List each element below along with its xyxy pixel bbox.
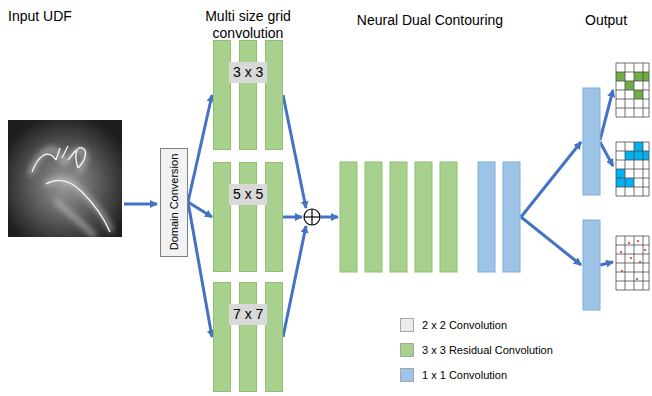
conversion-box: Domain Conversion	[160, 148, 188, 257]
udf-image	[8, 120, 122, 237]
sum-symbol	[304, 209, 320, 225]
kernel-size: 3 x 3	[229, 62, 267, 83]
flow-arrow	[188, 202, 212, 337]
conv-branch: 5 x 5	[213, 162, 283, 272]
conv-layers	[213, 282, 283, 392]
grid-lines	[616, 63, 649, 290]
legend-text: 3 x 3 Residual Convolution	[422, 344, 553, 357]
flow-arrow	[188, 95, 212, 202]
section-label: Output	[585, 12, 645, 29]
conv-branch: 7 x 7	[213, 282, 283, 392]
legend-swatch	[400, 368, 414, 382]
ndc-layers	[340, 162, 520, 272]
section-label: Neural Dual Contouring	[345, 12, 515, 29]
output-heads	[583, 88, 600, 310]
merge-arrows	[283, 95, 306, 337]
legend-swatch	[400, 318, 414, 332]
box-text: Domain Conversion	[168, 154, 180, 251]
kernel-size: 7 x 7	[229, 304, 267, 325]
input-arrow	[124, 203, 157, 206]
legend-swatch	[400, 343, 414, 357]
legend-text: 2 x 2 Convolution	[422, 319, 507, 332]
conv-layers	[213, 162, 283, 272]
output-grid-1	[616, 72, 649, 99]
kernel-size: 5 x 5	[229, 184, 267, 205]
legend-text: 1 x 1 Convolution	[422, 369, 507, 382]
conv-layers	[213, 40, 283, 150]
output-grid-2	[616, 142, 649, 187]
sum-arrow	[320, 216, 338, 219]
vertex-dots	[620, 240, 646, 280]
section-label: Input UDF	[8, 8, 72, 25]
section-label: Multi size grid convolution	[190, 8, 306, 42]
conv-branch: 3 x 3	[213, 40, 283, 150]
